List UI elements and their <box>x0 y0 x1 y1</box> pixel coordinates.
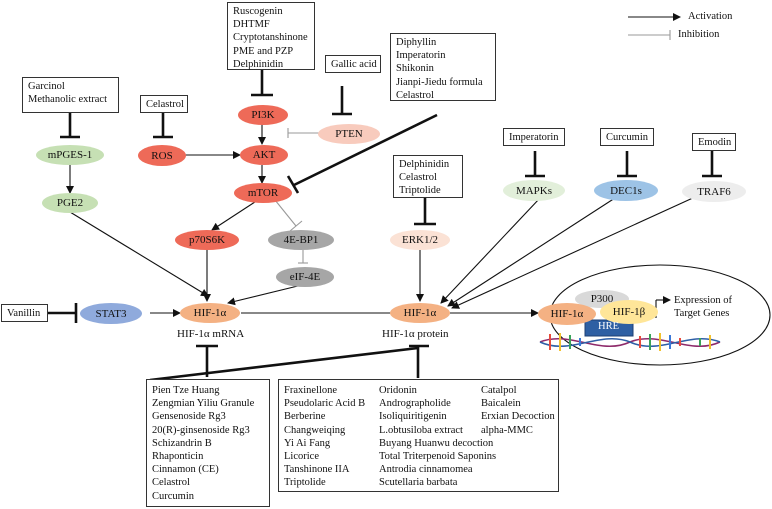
inhibitor-box-traf6: Emodin <box>692 133 736 151</box>
node-hif1b: HIF-1β <box>600 300 658 324</box>
node-p70s6k: p70S6K <box>175 230 239 250</box>
hre-label: HRE <box>598 321 619 332</box>
inhibitor-box-pi3k: Ruscogenin DHTMF Cryptotanshinone PME an… <box>227 2 315 70</box>
node-mtor: mTOR <box>234 183 292 203</box>
node-traf6: TRAF6 <box>682 181 746 202</box>
node-hif1a-mrna: HIF-1α <box>180 303 240 323</box>
inhibitor-box-dec1s: Curcumin <box>600 128 654 146</box>
caption-hif-protein: HIF-1α protein <box>382 328 449 340</box>
inhibitor-box-mapks: Imperatorin <box>503 128 565 146</box>
legend-activation-label: Activation <box>688 11 733 22</box>
expression-target-genes-box: Expression of Target Genes <box>674 295 733 319</box>
node-eif4e: eIF-4E <box>276 267 334 287</box>
legend-inhibition-label: Inhibition <box>678 29 720 40</box>
node-pi3k: PI3K <box>238 105 288 125</box>
node-4ebp1: 4E-BP1 <box>268 230 334 250</box>
node-erk12: ERK1/2 <box>390 230 450 250</box>
inhibitor-box-mtor: Diphyllin Imperatorin Shikonin Jianpi-Ji… <box>390 33 496 101</box>
dna-strand <box>539 337 721 347</box>
inhibitor-box-ros: Celastrol <box>140 95 188 113</box>
inhibitor-box-erk: Delphinidin Celastrol Triptolide <box>393 155 463 198</box>
node-dec1s: DEC1s <box>594 180 658 201</box>
node-pge2: PGE2 <box>42 193 98 213</box>
node-hif1a-protein: HIF-1α <box>390 303 450 323</box>
caption-hif-mrna: HIF-1α mRNA <box>177 328 245 340</box>
inhibitor-box-stat3: Vanillin <box>1 304 48 322</box>
inhibitor-box-pten: Gallic acid <box>325 55 381 73</box>
inhibitor-box-hif-mrna: Pien Tze Huang Zengmian Yiliu Granule Ge… <box>146 379 270 507</box>
node-ros: ROS <box>138 145 186 166</box>
node-hif1a-complex: HIF-1α <box>538 303 596 325</box>
inhibitor-box-hif-protein: Fraxinellone Pseudolaric Acid B Berberin… <box>278 379 559 492</box>
node-akt: AKT <box>240 145 288 165</box>
inhibitor-box-mpges1: Garcinol Methanolic extract <box>22 77 119 113</box>
node-mapks: MAPKs <box>503 180 565 201</box>
node-stat3: STAT3 <box>80 303 142 324</box>
node-pten: PTEN <box>318 124 380 144</box>
node-mpges1: mPGES-1 <box>36 145 104 165</box>
